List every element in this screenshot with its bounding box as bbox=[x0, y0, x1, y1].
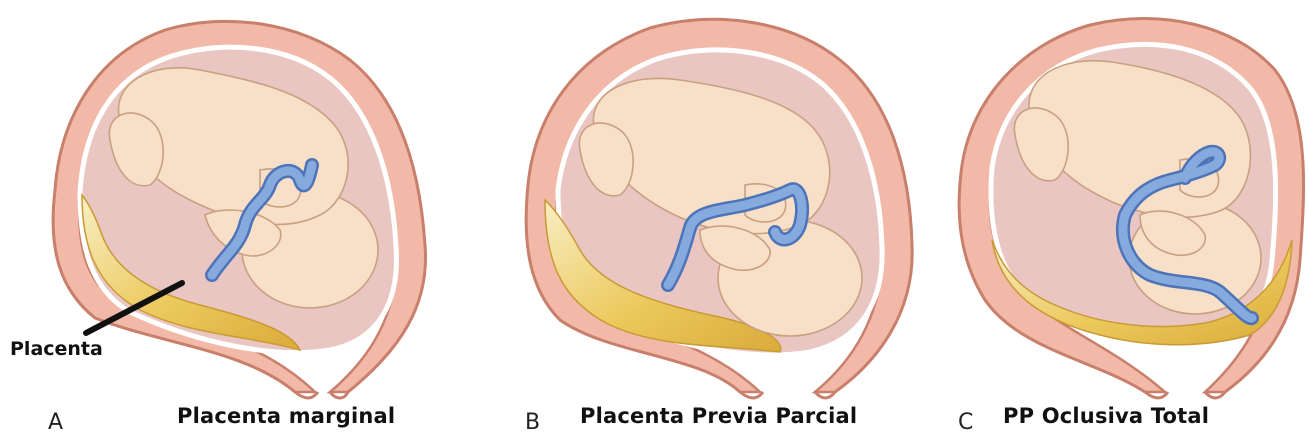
panel-a-letter: A bbox=[48, 410, 63, 435]
panel-b-caption: Placenta Previa Parcial bbox=[580, 404, 857, 428]
panel-c-illustration bbox=[959, 19, 1303, 398]
placenta-pointer-label: Placenta bbox=[10, 338, 103, 360]
panel-a-caption: Placenta marginal bbox=[177, 404, 395, 428]
panel-c-caption: PP Oclusiva Total bbox=[1003, 404, 1209, 428]
panel-b-illustration bbox=[526, 19, 912, 398]
panel-b-letter: B bbox=[525, 410, 540, 435]
panel-a-illustration bbox=[53, 21, 425, 398]
panel-c-letter: C bbox=[958, 410, 973, 435]
